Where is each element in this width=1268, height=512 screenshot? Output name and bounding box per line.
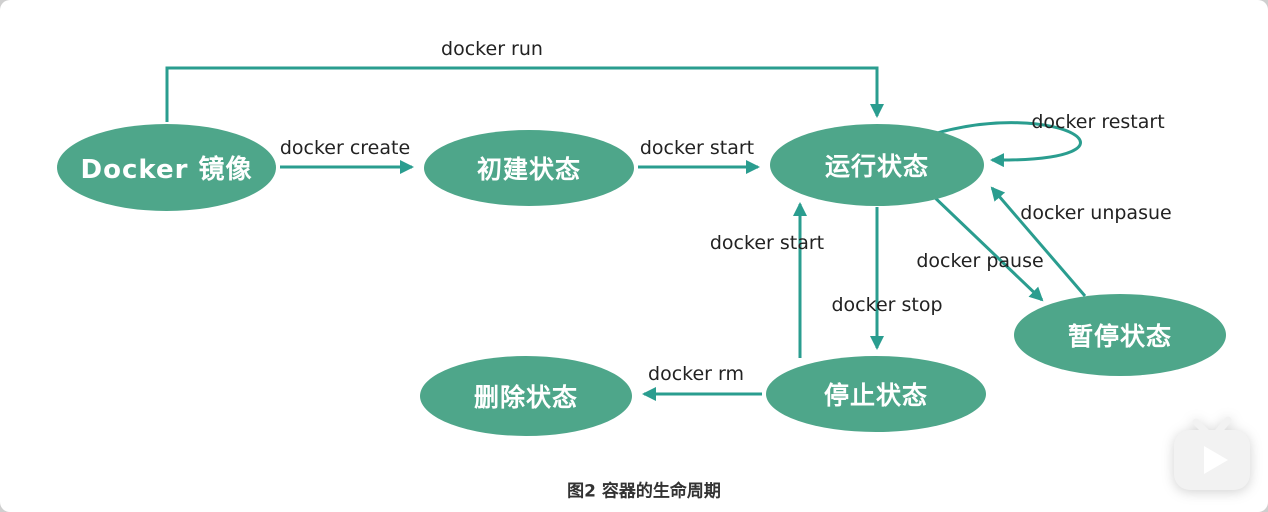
edge-label-unpause: docker unpasue: [1020, 202, 1172, 224]
node-running-state: 运行状态: [770, 124, 984, 206]
edge-label-start-created: docker start: [639, 137, 755, 159]
edge-restart-arrow: [929, 121, 1082, 168]
node-removed-state: 删除状态: [420, 356, 632, 436]
edge-label-start-stopped: docker start: [709, 232, 825, 254]
edge-label-rm: docker rm: [648, 363, 744, 385]
play-triangle-icon: [1204, 446, 1228, 474]
node-created-state: 初建状态: [424, 130, 634, 206]
node-paused-state: 暂停状态: [1014, 294, 1226, 376]
edge-run-arrow: [165, 66, 884, 122]
edge-label-create: docker create: [279, 137, 411, 159]
node-stopped-state: 停止状态: [766, 356, 986, 432]
node-docker-image: Docker 镜像: [57, 124, 276, 211]
edge-label-run: docker run: [441, 38, 543, 60]
edge-pause-arrow: [928, 191, 1044, 302]
figure-caption: 图2 容器的生命周期: [567, 481, 721, 502]
edge-unpause-arrow: [990, 186, 1087, 297]
video-play-icon[interactable]: [1168, 406, 1254, 494]
edge-label-stop: docker stop: [831, 294, 943, 316]
edge-label-pause: docker pause: [916, 250, 1044, 272]
edge-label-restart: docker restart: [1031, 111, 1165, 133]
